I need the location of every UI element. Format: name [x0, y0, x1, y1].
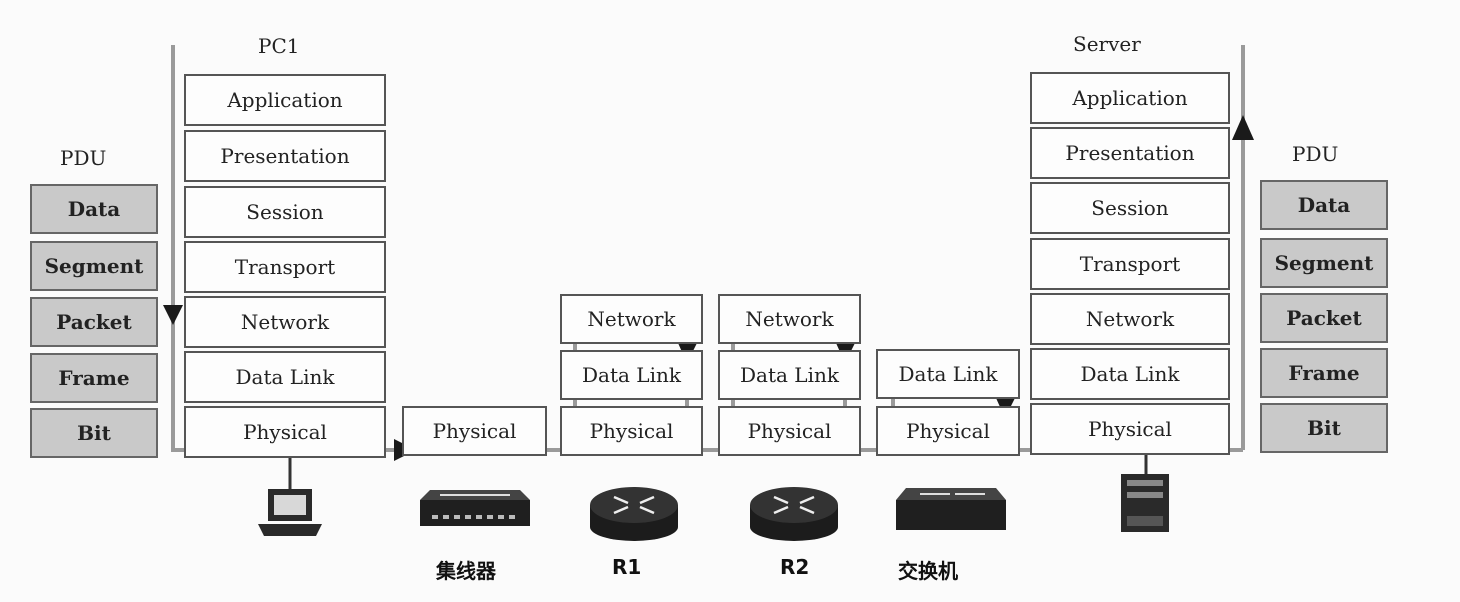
hub-layer-physical: Physical	[402, 406, 547, 456]
server-layer-transport: Transport	[1030, 238, 1230, 290]
pc1-down-arrow	[163, 305, 183, 325]
r2-caption: R2	[780, 555, 810, 579]
r1-layer-network: Network	[560, 294, 703, 344]
router-r1-icon	[590, 487, 678, 541]
switch-layer-physical: Physical	[876, 406, 1020, 456]
r2-layer-network: Network	[718, 294, 861, 344]
hub-caption: 集线器	[436, 559, 496, 583]
pdu-right-data: Data	[1260, 180, 1388, 230]
pdu-right-segment: Segment	[1260, 238, 1388, 288]
pdu-right-bit: Bit	[1260, 403, 1388, 453]
pdu-left-data: Data	[30, 184, 158, 234]
pc1-layer-application: Application	[184, 74, 386, 126]
pdu-left-title: PDU	[60, 146, 107, 170]
router-r2-icon	[750, 487, 838, 541]
server-icon	[1121, 474, 1169, 532]
pc1-layer-physical: Physical	[184, 406, 386, 458]
pc1-layer-session: Session	[184, 186, 386, 238]
r1-caption: R1	[612, 555, 642, 579]
pdu-left-segment: Segment	[30, 241, 158, 291]
switch-icon	[896, 488, 1006, 530]
pdu-right-packet: Packet	[1260, 293, 1388, 343]
server-layer-network: Network	[1030, 293, 1230, 345]
switch-caption: 交换机	[898, 559, 958, 583]
pc1-layer-data-link: Data Link	[184, 351, 386, 403]
pc-icon	[258, 489, 322, 536]
pdu-right-frame: Frame	[1260, 348, 1388, 398]
server-title: Server	[1073, 32, 1141, 56]
pc1-layer-transport: Transport	[184, 241, 386, 293]
server-layer-data-link: Data Link	[1030, 348, 1230, 400]
r2-layer-data-link: Data Link	[718, 350, 861, 400]
switch-layer-data-link: Data Link	[876, 349, 1020, 399]
server-layer-physical: Physical	[1030, 403, 1230, 455]
hub-icon	[420, 490, 530, 526]
server-up-arrow	[1232, 115, 1254, 140]
server-layer-presentation: Presentation	[1030, 127, 1230, 179]
r2-layer-physical: Physical	[718, 406, 861, 456]
pdu-right-title: PDU	[1292, 142, 1339, 166]
pdu-left-packet: Packet	[30, 297, 158, 347]
r1-layer-physical: Physical	[560, 406, 703, 456]
pc1-layer-presentation: Presentation	[184, 130, 386, 182]
pdu-left-bit: Bit	[30, 408, 158, 458]
pc1-title: PC1	[258, 34, 300, 58]
server-layer-session: Session	[1030, 182, 1230, 234]
pdu-left-frame: Frame	[30, 353, 158, 403]
server-layer-application: Application	[1030, 72, 1230, 124]
r1-layer-data-link: Data Link	[560, 350, 703, 400]
pc1-layer-network: Network	[184, 296, 386, 348]
